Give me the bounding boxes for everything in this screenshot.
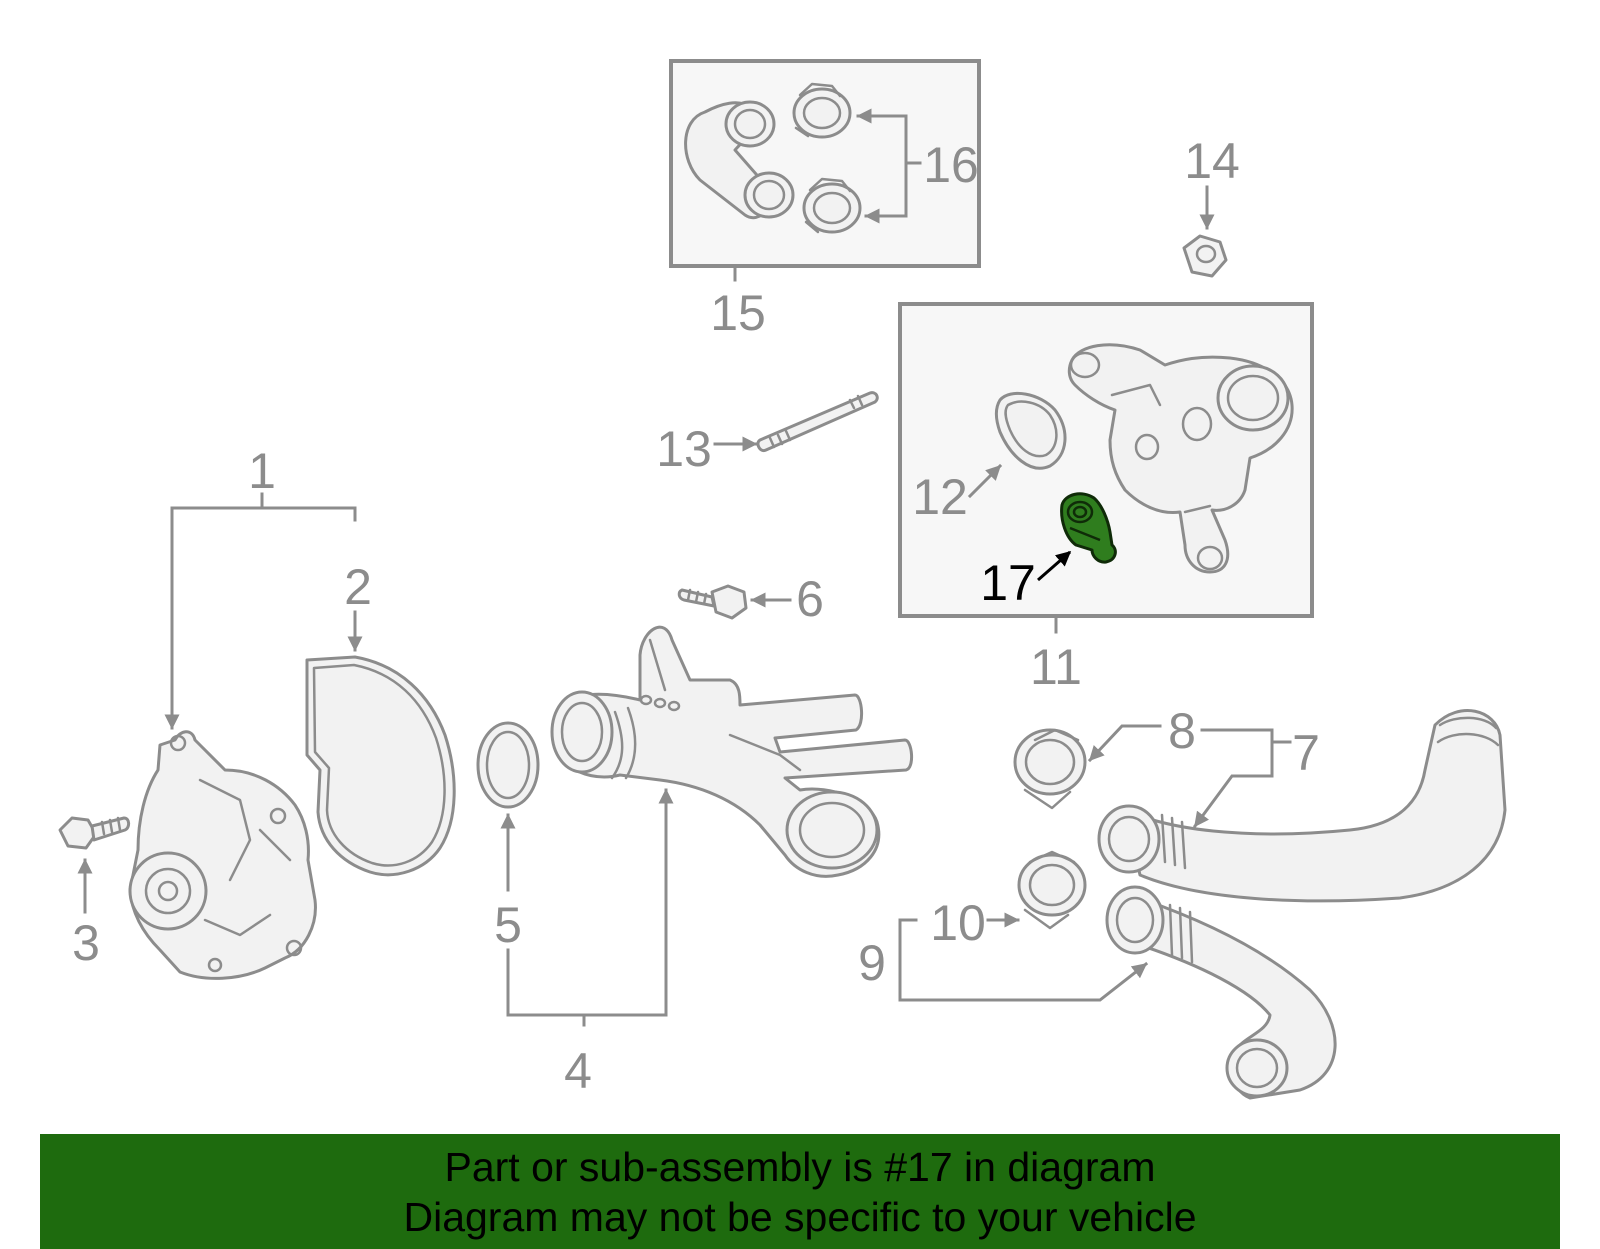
leader-9	[898, 918, 1149, 1002]
nut-14[interactable]	[1182, 185, 1228, 278]
leader-4	[506, 788, 674, 1027]
water-pump-1[interactable]	[128, 730, 317, 980]
banner-line-2: Diagram may not be specific to your vehi…	[403, 1193, 1197, 1240]
callout-1: 1	[248, 443, 276, 499]
o-ring-5[interactable]	[476, 721, 540, 809]
leader-16	[856, 108, 922, 224]
bolt-6[interactable]	[677, 584, 748, 620]
clamp-8[interactable]	[1013, 728, 1087, 810]
callout-16: 16	[923, 137, 979, 193]
callout-4: 4	[564, 1043, 592, 1099]
water-outlet-4[interactable]	[550, 625, 913, 878]
info-banner: Part or sub-assembly is #17 in diagram D…	[40, 1134, 1560, 1249]
clamp-16-upper[interactable]	[792, 82, 852, 139]
callout-9: 9	[858, 935, 886, 991]
leader-8	[1087, 724, 1162, 763]
hose-7[interactable]	[1097, 709, 1507, 903]
stud-13[interactable]	[756, 391, 879, 453]
callout-3: 3	[72, 915, 100, 971]
callout-11: 11	[1030, 639, 1082, 695]
callout-8: 8	[1168, 703, 1196, 759]
callout-5: 5	[494, 897, 522, 953]
callout-14: 14	[1184, 133, 1240, 189]
thermostat-housing-11[interactable]	[1067, 343, 1294, 574]
callout-7: 7	[1292, 725, 1320, 781]
callout-10: 10	[930, 895, 986, 951]
leader-12	[967, 463, 1003, 499]
bolt-3[interactable]	[58, 816, 131, 850]
leader-7	[1192, 728, 1292, 829]
leader-17	[1037, 550, 1072, 582]
hose-15[interactable]	[684, 100, 795, 219]
callout-15: 15	[710, 285, 766, 341]
clamp-16-lower[interactable]	[802, 177, 862, 234]
callout-2: 2	[344, 559, 372, 615]
hose-9[interactable]	[1105, 885, 1337, 1100]
leader-1	[164, 492, 357, 730]
callout-17: 17	[980, 555, 1036, 611]
banner-line-1: Part or sub-assembly is #17 in diagram	[444, 1143, 1156, 1190]
sensor-17[interactable]	[1060, 492, 1117, 564]
gasket-12[interactable]	[994, 391, 1067, 470]
clamp-10[interactable]	[1017, 850, 1087, 930]
gasket-2[interactable]	[305, 655, 456, 877]
callout-12: 12	[912, 469, 968, 525]
callout-6: 6	[796, 571, 824, 627]
callout-13: 13	[656, 421, 712, 477]
